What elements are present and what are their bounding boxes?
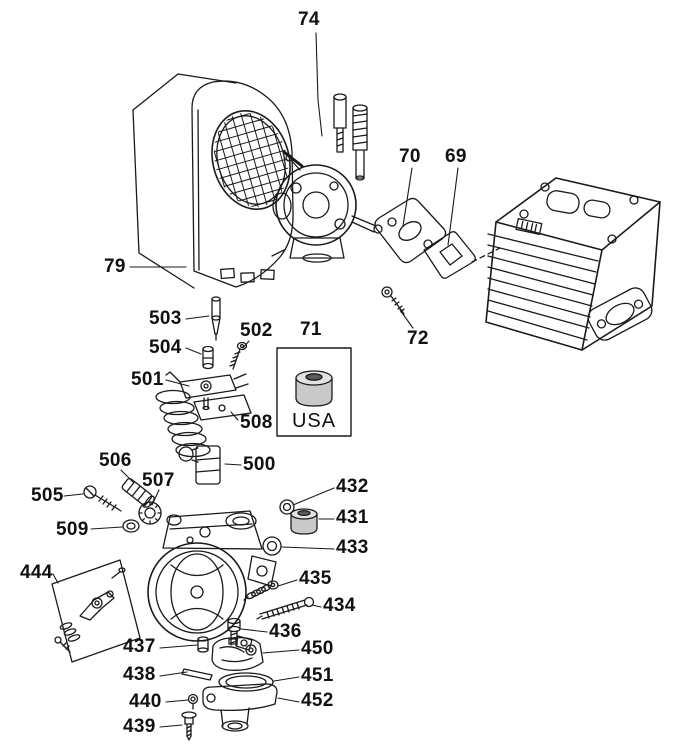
bushing-431 — [290, 508, 318, 535]
part-label-79: 79 — [104, 256, 126, 277]
part-label-440: 440 — [129, 691, 162, 712]
valve-block-500 — [178, 445, 221, 485]
diaphragm-ring-451 — [218, 672, 274, 692]
gasket-69 — [423, 231, 501, 279]
needle-503 — [211, 296, 221, 341]
part-label-433: 433 — [336, 537, 369, 558]
carburetor-top-assembly — [272, 93, 383, 263]
usa-label: USA — [291, 410, 337, 432]
part-label-507: 507 — [142, 470, 175, 491]
part-label-506: 506 — [99, 450, 132, 471]
screw-505 — [83, 485, 122, 512]
fitting-506 — [121, 477, 155, 508]
usa-box-71 — [276, 347, 352, 437]
part-label-435: 435 — [299, 568, 332, 589]
screw-436 — [227, 617, 241, 646]
kit-box-444 — [51, 559, 141, 663]
gasket-438 — [181, 668, 213, 681]
screw-502 — [229, 341, 248, 370]
part-label-72: 72 — [407, 328, 429, 349]
part-label-436: 436 — [269, 621, 302, 642]
part-label-444: 444 — [20, 562, 53, 583]
part-label-501: 501 — [131, 369, 164, 390]
pump-pin-437 — [197, 636, 209, 653]
part-label-74: 74 — [298, 9, 320, 30]
ring-432 — [279, 499, 295, 515]
pump-base-452 — [202, 683, 278, 732]
part-label-439: 439 — [123, 716, 156, 737]
part-label-508: 508 — [240, 412, 273, 433]
mount-flange-70 — [374, 197, 447, 264]
idle-screw-435 — [243, 580, 279, 601]
small-part-440 — [187, 693, 199, 710]
part-label-452: 452 — [301, 690, 334, 711]
pump-body-450 — [211, 636, 264, 671]
screw-439 — [181, 711, 197, 741]
part-label-71: 71 — [300, 319, 322, 340]
part-label-451: 451 — [301, 665, 334, 686]
ring-433 — [262, 536, 282, 556]
part-label-70: 70 — [399, 146, 421, 167]
cylinder — [485, 177, 661, 351]
plate-508 — [193, 394, 252, 421]
part-label-434: 434 — [323, 595, 356, 616]
part-label-69: 69 — [445, 146, 467, 167]
air-filter-cover — [132, 73, 304, 289]
part-label-437: 437 — [123, 636, 156, 657]
carburetor-body — [147, 510, 277, 651]
part-label-438: 438 — [123, 664, 156, 685]
part-label-450: 450 — [301, 638, 334, 659]
long-screw-434 — [256, 596, 315, 620]
part-504 — [202, 345, 214, 370]
washer-509 — [122, 519, 140, 533]
part-label-504: 504 — [149, 337, 182, 358]
part-label-432: 432 — [336, 476, 369, 497]
part-label-500: 500 — [243, 454, 276, 475]
splined-cap-507 — [138, 501, 162, 525]
part-label-503: 503 — [149, 308, 182, 329]
part-label-505: 505 — [31, 485, 64, 506]
part-label-509: 509 — [56, 519, 89, 540]
part-label-431: 431 — [336, 507, 369, 528]
spring — [155, 389, 211, 458]
part-label-502: 502 — [240, 320, 273, 341]
leader-lines — [52, 32, 459, 728]
screw-72 — [381, 286, 405, 315]
